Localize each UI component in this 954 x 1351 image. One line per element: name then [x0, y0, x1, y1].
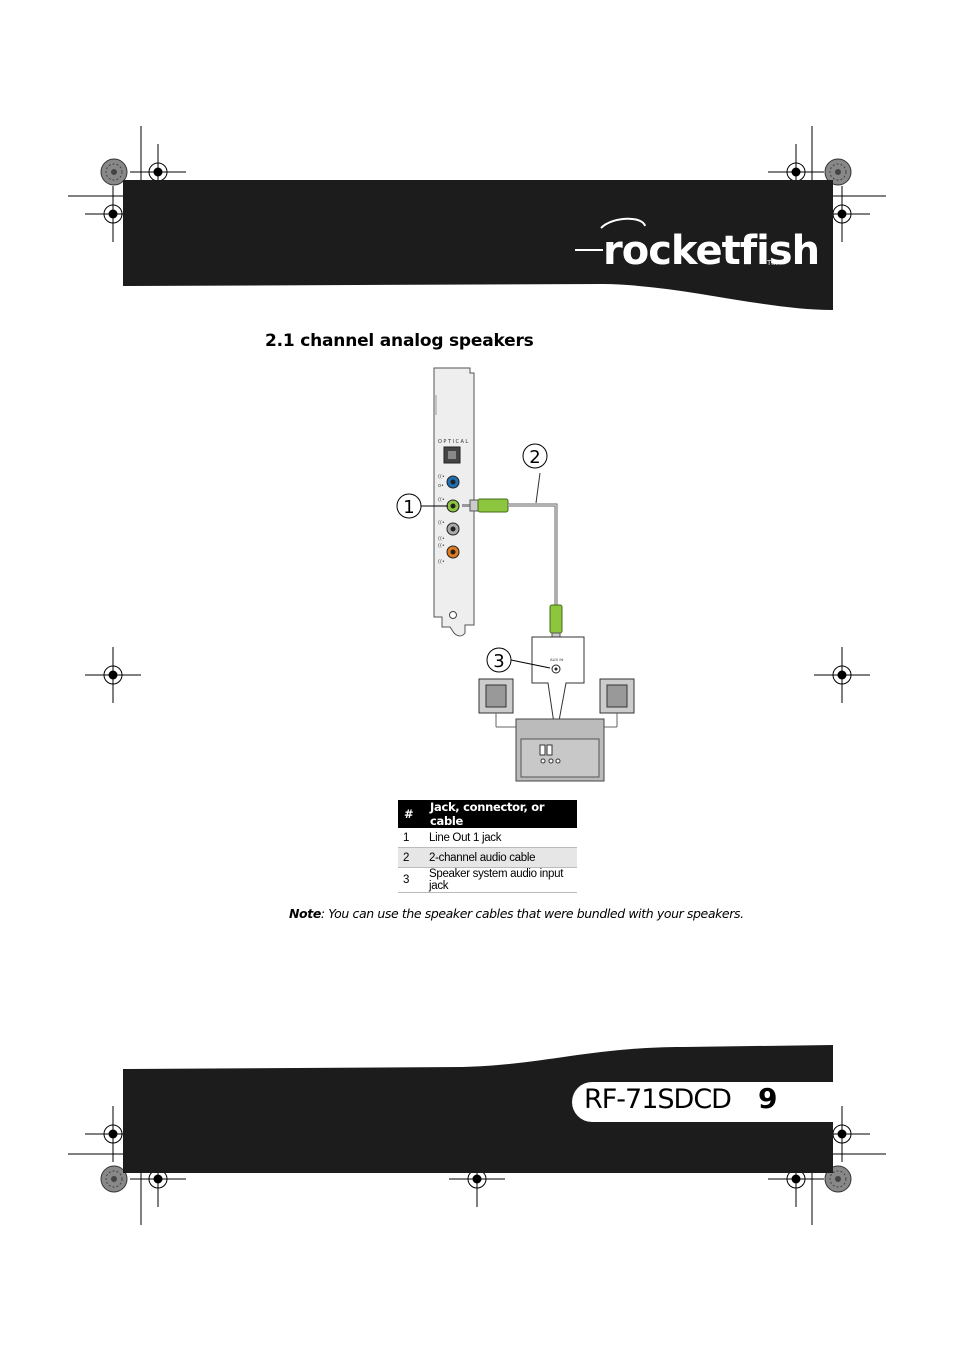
note-label: Note	[289, 906, 321, 921]
svg-text:AUX IN: AUX IN	[550, 657, 563, 662]
subwoofer	[515, 718, 605, 782]
sound-card-bracket: OPTICAL ((•o• ((• ((•((• ((•((•	[433, 367, 475, 637]
connection-diagram: OPTICAL ((•o• ((• ((•((• ((•((• 2 1	[396, 367, 635, 782]
rocketfish-logo: rocketfish TM	[573, 214, 820, 284]
callout-3: 3	[493, 651, 504, 672]
svg-text:o•: o•	[438, 483, 444, 489]
left-speaker	[478, 678, 518, 728]
table-row: 1 Line Out 1 jack	[398, 828, 577, 848]
header-description: Jack, connector, or cable	[424, 800, 577, 828]
svg-text:((•: ((•	[438, 559, 445, 565]
row-number: 3	[398, 867, 424, 893]
svg-text:((•: ((•	[438, 474, 445, 480]
header-number: #	[398, 800, 424, 828]
note-text: : You can use the speaker cables that we…	[320, 906, 744, 921]
table-row: 2 2-channel audio cable	[398, 847, 577, 868]
logo-swoosh	[575, 217, 646, 251]
footer-banner	[123, 1045, 833, 1173]
table-row: 3 Speaker system audio input jack	[398, 867, 577, 893]
logo-text: rocketfish	[603, 228, 820, 274]
model-label-box: RF-71SDCD 9	[572, 1082, 834, 1122]
section-title: 2.1 channel analog speakers	[265, 331, 534, 351]
right-speaker	[599, 678, 635, 728]
row-description: 2-channel audio cable	[424, 847, 577, 868]
row-number: 1	[398, 828, 424, 848]
row-description: Line Out 1 jack	[424, 828, 577, 848]
svg-text:((•: ((•	[438, 520, 445, 526]
table-header-row: # Jack, connector, or cable	[398, 800, 577, 828]
note-paragraph: Note: You can use the speaker cables tha…	[289, 906, 744, 921]
card-optical-label: OPTICAL	[438, 439, 470, 445]
trademark-mark: TM	[767, 260, 778, 267]
header-banner	[123, 180, 833, 310]
audio-cable	[462, 472, 563, 655]
callout-1: 1	[403, 497, 414, 518]
row-description: Speaker system audio input jack	[424, 867, 577, 893]
connections-table: # Jack, connector, or cable 1 Line Out 1…	[398, 800, 577, 893]
callout-2: 2	[529, 447, 540, 468]
page-number: 9	[758, 1082, 778, 1115]
model-number: RF-71SDCD	[584, 1084, 732, 1115]
svg-text:((•: ((•	[438, 497, 445, 503]
svg-text:((•: ((•	[438, 536, 445, 542]
row-number: 2	[398, 847, 424, 868]
svg-text:((•: ((•	[438, 543, 445, 549]
